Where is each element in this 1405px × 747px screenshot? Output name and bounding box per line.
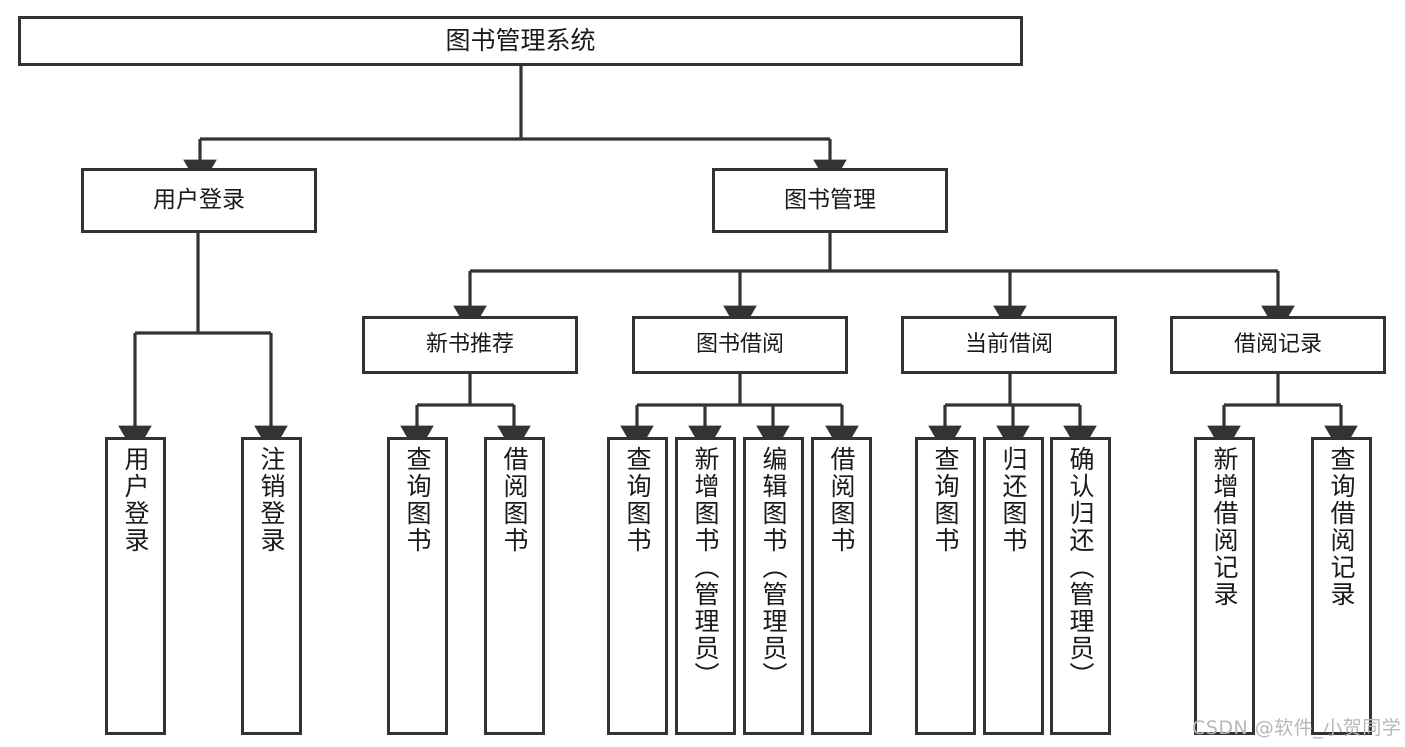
leaf-current-return-book-label: 归还图书 [999,446,1028,554]
leaf-borrow-query-book-label: 查询图书 [623,446,652,554]
leaf-borrow-add-book-admin[interactable]: 新增图书（管理员） [675,437,736,735]
node-book-management[interactable]: 图书管理 [712,168,948,233]
node-borrow-record[interactable]: 借阅记录 [1170,316,1386,374]
leaf-current-confirm-return-admin-label: 确认归还（管理员） [1066,446,1095,689]
node-current-borrow-label: 当前借阅 [964,332,1053,358]
leaf-borrow-query-book[interactable]: 查询图书 [607,437,668,735]
node-current-borrow[interactable]: 当前借阅 [901,316,1117,374]
leaf-current-query-book[interactable]: 查询图书 [915,437,976,735]
leaf-user-login-logout-label: 注销登录 [257,446,286,554]
leaf-new-book-borrow-book[interactable]: 借阅图书 [484,437,545,735]
leaf-current-return-book[interactable]: 归还图书 [983,437,1044,735]
leaf-current-confirm-return-admin[interactable]: 确认归还（管理员） [1050,437,1111,735]
leaf-user-login-login-label: 用户登录 [121,446,150,554]
leaf-borrow-edit-book-admin[interactable]: 编辑图书（管理员） [743,437,804,735]
node-root-label: 图书管理系统 [445,26,596,56]
leaf-record-query-borrow-record[interactable]: 查询借阅记录 [1311,437,1372,735]
leaf-current-query-book-label: 查询图书 [931,446,960,554]
leaf-borrow-add-book-admin-label: 新增图书（管理员） [691,446,720,689]
leaf-record-add-borrow-record-label: 新增借阅记录 [1210,446,1239,608]
node-book-borrow-label: 图书借阅 [695,332,784,358]
node-user-login[interactable]: 用户登录 [81,168,317,233]
leaf-new-book-query-book[interactable]: 查询图书 [387,437,448,735]
leaf-user-login-login[interactable]: 用户登录 [105,437,166,735]
leaf-record-query-borrow-record-label: 查询借阅记录 [1327,446,1356,608]
node-book-management-label: 图书管理 [784,186,876,213]
node-new-book-recommend-label: 新书推荐 [425,332,514,358]
node-user-login-label: 用户登录 [153,186,245,213]
node-new-book-recommend[interactable]: 新书推荐 [362,316,578,374]
leaf-user-login-logout[interactable]: 注销登录 [241,437,302,735]
node-book-borrow[interactable]: 图书借阅 [632,316,848,374]
leaf-new-book-borrow-book-label: 借阅图书 [500,446,529,554]
leaf-record-add-borrow-record[interactable]: 新增借阅记录 [1194,437,1255,735]
node-borrow-record-label: 借阅记录 [1233,332,1322,358]
leaf-new-book-query-book-label: 查询图书 [403,446,432,554]
leaf-borrow-borrow-book-label: 借阅图书 [827,446,856,554]
leaf-borrow-edit-book-admin-label: 编辑图书（管理员） [759,446,788,689]
node-root-book-management-system[interactable]: 图书管理系统 [18,16,1023,66]
watermark-text: CSDN @软件_小贺同学 [1192,717,1402,739]
leaf-borrow-borrow-book[interactable]: 借阅图书 [811,437,872,735]
